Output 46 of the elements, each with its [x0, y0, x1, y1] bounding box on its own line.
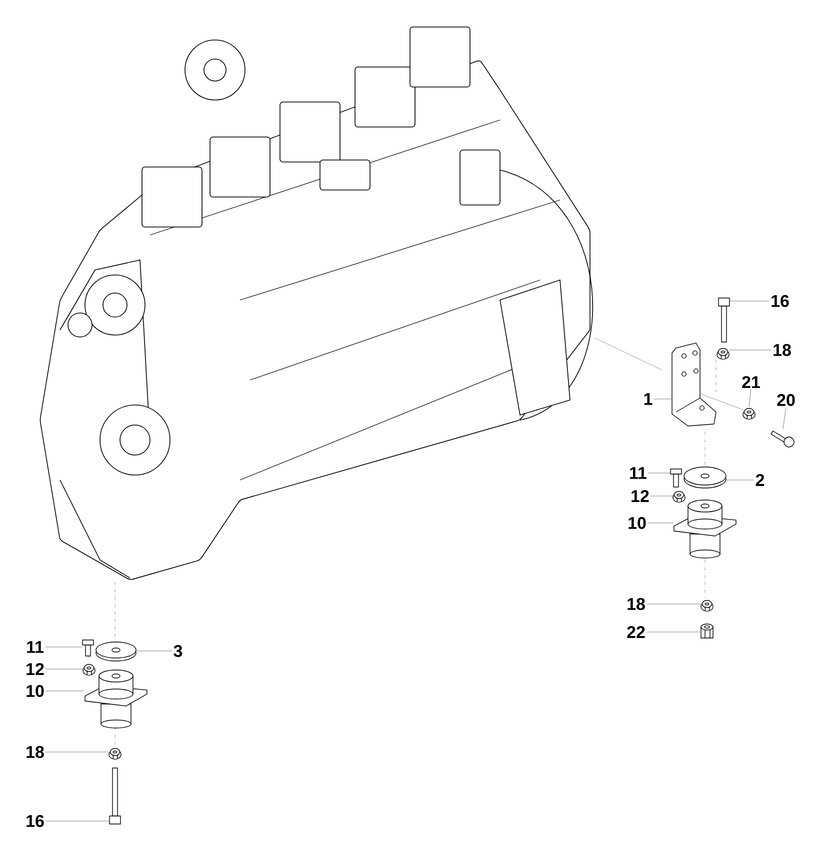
callout-number: 2 — [756, 474, 764, 486]
leader-line — [782, 406, 786, 430]
leader-line — [45, 820, 110, 822]
rubber-mount-drawing — [84, 670, 148, 728]
bolt-drawing — [670, 468, 682, 488]
leader-line — [748, 388, 752, 408]
callout-number: 10 — [628, 516, 646, 530]
callout-number: 11 — [27, 641, 44, 653]
callout-number: 12 — [632, 490, 649, 502]
leader-line — [45, 690, 84, 692]
bolt-drawing — [109, 768, 121, 824]
nut-drawing — [82, 664, 96, 676]
callout-number: 10 — [26, 685, 44, 698]
leader-line — [654, 398, 672, 400]
nut-drawing — [716, 348, 730, 360]
leader-line — [729, 300, 770, 302]
leader-line — [648, 472, 671, 474]
leader-line — [136, 650, 172, 652]
washer-drawing — [96, 642, 136, 662]
bolt-drawing — [82, 640, 94, 656]
nut-drawing — [742, 408, 756, 420]
leader-line — [44, 646, 83, 648]
leader-line — [647, 522, 674, 524]
callout-number: 18 — [628, 598, 645, 610]
callout-number: 1 — [644, 393, 652, 405]
leader-line — [45, 668, 84, 670]
washer-drawing — [684, 466, 726, 488]
callout-number: 22 — [627, 626, 645, 638]
callout-number: 16 — [26, 815, 44, 828]
bolt-drawing — [718, 298, 730, 342]
callout-number: 20 — [777, 394, 795, 406]
callout-number: 18 — [26, 746, 44, 758]
nut-drawing — [108, 748, 122, 760]
rubber-mount-drawing — [674, 500, 736, 558]
nut-drawing — [700, 624, 714, 638]
callout-number: 11 — [630, 467, 647, 479]
nut-drawing — [700, 600, 714, 612]
callout-number: 21 — [742, 376, 760, 388]
engine-drawing — [40, 26, 593, 580]
bracket-drawing — [672, 342, 716, 426]
callout-number: 12 — [26, 663, 44, 675]
callout-number: 3 — [174, 644, 182, 658]
bolt-drawing — [770, 430, 794, 448]
nut-drawing — [672, 491, 686, 503]
callout-number: 18 — [774, 344, 791, 356]
callout-number: 16 — [772, 294, 789, 308]
